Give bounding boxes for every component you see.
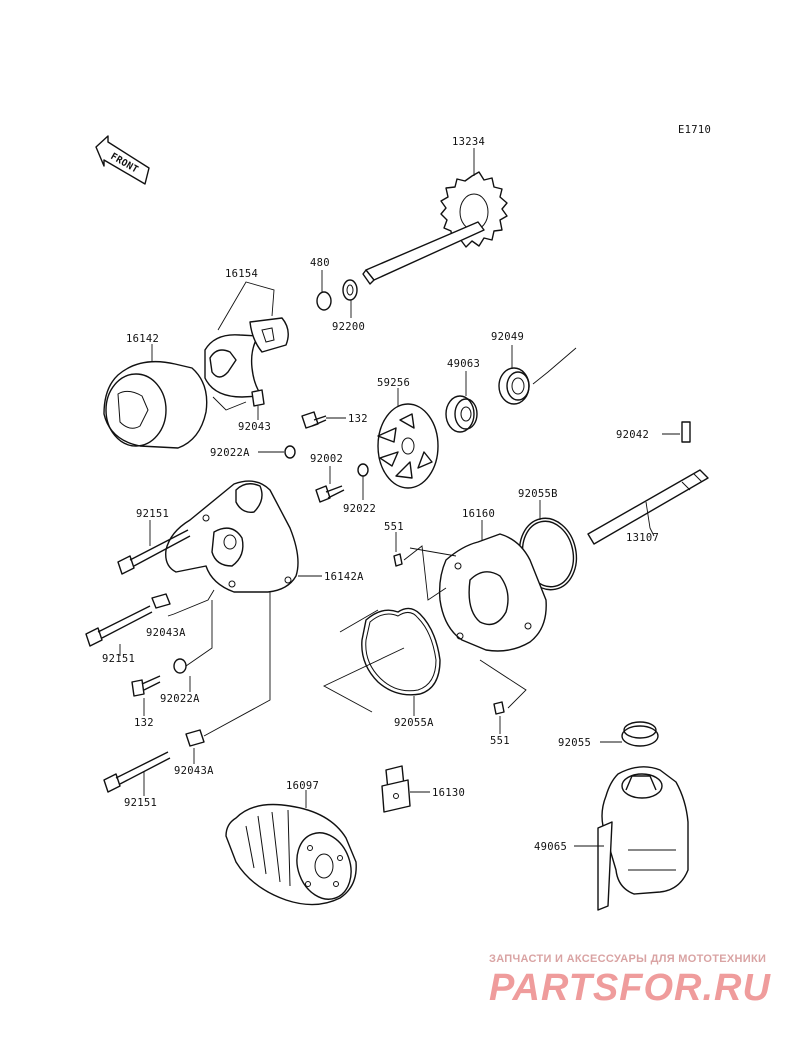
label-92043A-top: 92043A [146,627,186,639]
label-13234: 13234 [452,136,485,148]
part-92022A-washer-top [284,445,296,459]
label-92055B: 92055B [518,488,558,500]
part-59256-impeller [377,403,439,489]
part-16097-oil-filter [225,803,357,906]
watermark-tagline: ЗАПЧАСТИ И АКСЕССУАРЫ ДЛЯ МОТОТЕХНИКИ [489,953,766,965]
label-551-bottom: 551 [490,735,510,747]
label-49063: 49063 [447,358,480,370]
label-92022: 92022 [343,503,376,515]
label-551-top: 551 [384,521,404,533]
label-92043-top: 92043 [238,421,271,433]
label-480: 480 [310,257,330,269]
part-92055-oring [621,721,659,747]
label-92151-mid: 92151 [102,653,135,665]
part-92055A-gasket [361,607,441,696]
part-92049-bearing [498,367,530,405]
part-551-dowel-top [393,553,403,567]
label-16142A: 16142A [324,571,364,583]
part-92042-pin [681,421,691,443]
part-49065-valve [597,766,689,911]
label-92022A-top: 92022A [210,447,250,459]
label-16142: 16142 [126,333,159,345]
part-13234-sprocket-shaft [362,171,508,285]
part-92022A-washer-bottom [173,658,187,674]
part-16142-housing [103,360,208,449]
part-92151-bolt-mid [85,605,153,647]
label-16154: 16154 [225,268,258,280]
label-16160: 16160 [462,508,495,520]
label-16097: 16097 [286,780,319,792]
part-480-circlip [316,291,332,311]
part-92043A-pin-bottom [185,729,205,747]
part-92043-pin [251,389,265,407]
label-132-bottom: 132 [134,717,154,729]
part-132-bolt-bottom [131,675,161,697]
part-551-dowel-bottom [493,701,505,715]
part-92200-washer [342,279,358,301]
part-16160-cover [438,533,547,652]
watermark-logo: PARTSFOR.RU [489,967,771,1009]
label-92002: 92002 [310,453,343,465]
part-13107-shaft [587,469,709,545]
part-16130-fitting [381,765,411,813]
label-16130: 16130 [432,787,465,799]
label-92043A-bottom: 92043A [174,765,214,777]
label-13107: 13107 [626,532,659,544]
part-49063-seal [445,395,478,433]
part-92151-bolt-bottom [103,751,171,793]
label-92022A-bottom: 92022A [160,693,200,705]
part-92151-bolt-top [117,529,191,575]
part-132-bolt-top [301,411,327,429]
label-92200: 92200 [332,321,365,333]
label-59256: 59256 [377,377,410,389]
watermark: ЗАПЧАСТИ И АКСЕССУАРЫ ДЛЯ МОТОТЕХНИКИ PA… [489,953,771,1009]
label-132-top: 132 [348,413,368,425]
diagram-code: E1710 [678,124,711,136]
label-92049: 92049 [491,331,524,343]
label-92151-top: 92151 [136,508,169,520]
label-92151-bottom: 92151 [124,797,157,809]
part-16142A-pump-body [165,480,299,593]
label-92042: 92042 [616,429,649,441]
part-92043A-pin-top [151,593,171,609]
label-92055A: 92055A [394,717,434,729]
label-92055: 92055 [558,737,591,749]
front-arrow-icon: FRONT [95,135,150,185]
part-92002-bolt [315,485,345,503]
part-16154-rotor [204,317,289,398]
label-49065: 49065 [534,841,567,853]
part-92022-washer [357,463,369,477]
